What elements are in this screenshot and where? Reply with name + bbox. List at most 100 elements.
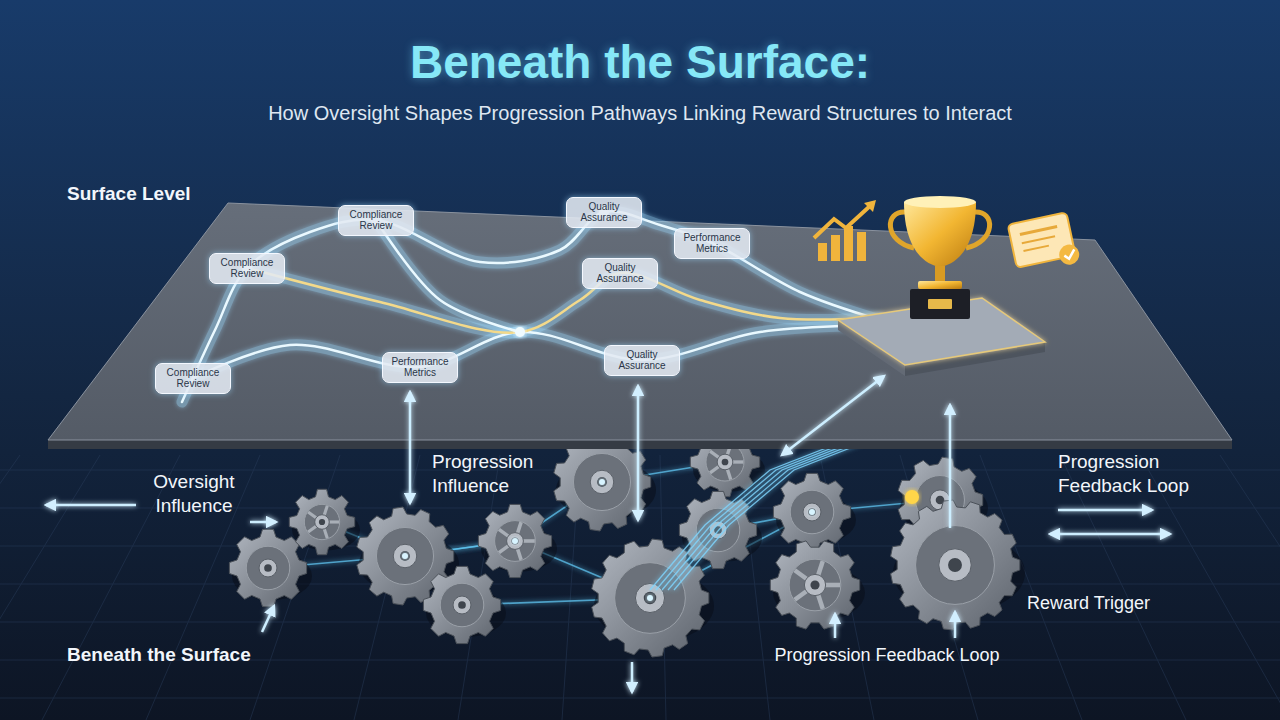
gear [644, 592, 656, 604]
influence-arrow [631, 662, 634, 692]
trophy-icon [904, 196, 976, 208]
loop-label: Progression Feedback Loop [742, 644, 1032, 667]
chart-icon [814, 206, 870, 238]
checkpoint-label: Performance Metrics [680, 232, 744, 255]
influence-arrow [1058, 509, 1152, 512]
influence-arrow [782, 376, 884, 455]
gear [458, 601, 466, 609]
gear [453, 596, 471, 614]
gear [770, 541, 865, 629]
gear [246, 546, 290, 590]
gear [573, 453, 630, 510]
checkpoint-label: Compliance Review [215, 257, 279, 280]
gear [770, 541, 859, 629]
trophy-icon [890, 196, 989, 319]
influence-arrow [46, 376, 1170, 692]
trophy-icon [904, 202, 976, 267]
checkpoint-label: Performance Metrics [388, 356, 452, 379]
wire [402, 553, 408, 559]
certificate-icon [1063, 249, 1075, 259]
grid-lines [1220, 455, 1280, 720]
certificate-icon [1022, 236, 1055, 243]
gear [789, 559, 841, 611]
wire [647, 595, 653, 601]
pathway-tube [247, 268, 880, 333]
chart-icon [814, 200, 876, 261]
wire [512, 538, 518, 544]
checkpoint-box: Quality Assurance [566, 197, 642, 228]
certificate-icon [1057, 243, 1081, 267]
checkpoint-label: Quality Assurance [572, 201, 636, 224]
platform [48, 203, 1232, 449]
checkpoint-box: Quality Assurance [604, 345, 680, 376]
certificate-icon [1023, 246, 1048, 251]
gear [495, 521, 536, 562]
grid-lines [0, 455, 100, 720]
checkpoint-box: Compliance Review [209, 253, 285, 284]
grid-lines [0, 546, 1280, 547]
trophy-icon [928, 299, 952, 309]
gear [717, 454, 733, 470]
checkpoint-box: Compliance Review [155, 363, 231, 394]
gear [507, 533, 524, 550]
gear [304, 504, 339, 539]
gear [773, 473, 850, 550]
gear [808, 508, 816, 516]
influence-label: Progression Influence [432, 450, 552, 498]
gear [289, 489, 354, 554]
platform [48, 440, 1232, 449]
gear [635, 583, 664, 612]
chart-icon [844, 226, 853, 261]
pathway-tube [193, 325, 880, 378]
checkpoint-box: Performance Metrics [674, 228, 750, 259]
gear [393, 544, 417, 568]
gear [440, 583, 484, 627]
gear [939, 549, 971, 581]
gear [948, 558, 962, 572]
gear [891, 500, 1020, 630]
gear [511, 537, 518, 544]
gear [229, 427, 1025, 657]
checkpoint-label: Quality Assurance [588, 262, 652, 285]
gear [804, 574, 825, 595]
wire [599, 479, 605, 485]
gear [315, 515, 330, 530]
checkpoint-label: Compliance Review [161, 367, 225, 390]
loop-label: Progression Feedback Loop [1058, 450, 1208, 498]
gear [229, 529, 306, 606]
checkpoint-box: Performance Metrics [382, 352, 458, 383]
certificate-icon [1008, 211, 1081, 275]
gear [916, 526, 995, 605]
level-label: Surface Level [67, 182, 227, 206]
trigger-label: Reward Trigger [1027, 592, 1187, 615]
influence-arrow [46, 504, 136, 507]
platform [48, 203, 1232, 440]
influence-arrow [637, 386, 640, 520]
gear [478, 504, 551, 577]
gear [615, 563, 686, 634]
pathway-tube [515, 327, 525, 337]
pedestal [838, 298, 1045, 365]
trophy-icon [935, 266, 945, 282]
chart-icon [864, 200, 876, 212]
checkpoint-label: Compliance Review [344, 209, 408, 232]
pathway-tube [376, 220, 520, 332]
chart-icon [818, 243, 827, 261]
chart-icon [831, 235, 840, 261]
gear [264, 564, 272, 572]
trophy-icon [910, 289, 970, 319]
pathway-tube [193, 325, 880, 378]
gear [790, 490, 834, 534]
gear [376, 527, 433, 584]
checkpoint-box: Quality Assurance [582, 258, 658, 289]
gear [289, 489, 360, 554]
grid-lines [0, 455, 20, 720]
certificate-icon [1020, 227, 1057, 235]
gear [259, 559, 277, 577]
influence-arrow [954, 612, 957, 638]
gear [423, 566, 500, 643]
chart-icon [857, 232, 866, 261]
influence-arrow [949, 405, 952, 528]
influence-label: Oversight Influence [142, 470, 246, 518]
subtitle: How Oversight Shapes Progression Pathway… [0, 101, 1280, 126]
